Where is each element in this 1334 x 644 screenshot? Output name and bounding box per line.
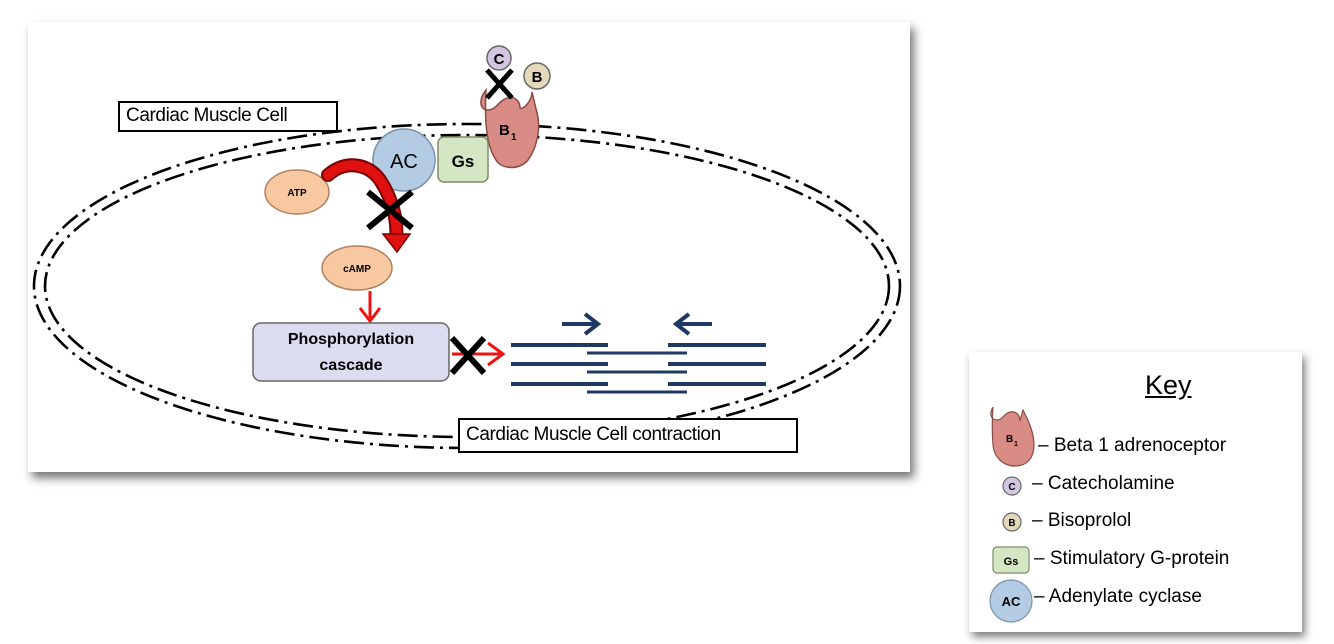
- key-label-g-protein: – Stimulatory G-protein: [1034, 548, 1230, 569]
- catecholamine-icon: C: [486, 45, 512, 71]
- beta1-receptor-icon: B 1: [480, 87, 540, 169]
- key-catecholamine-icon: C: [1002, 476, 1022, 496]
- g-protein-icon: Gs: [437, 136, 489, 183]
- block-x-phospho-icon: [449, 335, 487, 376]
- key-label-catecholamine: – Catecholamine: [1032, 473, 1175, 494]
- block-x-receptor-icon: [485, 68, 514, 100]
- atp-label: ATP: [287, 188, 307, 199]
- atp-to-camp-arrow: [321, 158, 412, 254]
- catecholamine-letter: C: [494, 51, 505, 68]
- key-g-protein-icon: Gs: [992, 546, 1030, 574]
- key-label-adenylate-cyclase: – Adenylate cyclase: [1034, 586, 1202, 607]
- gs-label: Gs: [452, 152, 475, 171]
- ac-label: AC: [390, 151, 418, 173]
- key-gs-symbol: Gs: [1004, 556, 1019, 568]
- camp-to-phospho-arrow: [358, 291, 382, 324]
- key-catecholamine-symbol: C: [1008, 482, 1015, 493]
- key-receptor-icon: B 1: [990, 406, 1035, 467]
- contraction-label: Cardiac Muscle Cell contraction: [458, 418, 798, 453]
- contraction-arrow-right-icon: [562, 312, 602, 336]
- key-label-bisoprolol: – Bisoprolol: [1032, 510, 1132, 531]
- camp-icon: cAMP: [321, 245, 393, 291]
- bisoprolol-letter: B: [532, 69, 543, 86]
- sarcomere-filaments: [511, 343, 766, 394]
- camp-label: cAMP: [343, 264, 371, 275]
- adenylate-cyclase-icon: AC: [372, 128, 436, 192]
- phosphorylation-cascade-box: Phosphorylation cascade: [252, 322, 450, 382]
- key-receptor-symbol-sub: 1: [1014, 441, 1018, 448]
- key-bisoprolol-symbol: B: [1008, 518, 1015, 529]
- key-label-receptor: – Beta 1 adrenoceptor: [1038, 435, 1227, 456]
- key-receptor-symbol: B: [1006, 434, 1013, 445]
- phospho-line2: cascade: [319, 357, 382, 374]
- block-x-ac-icon: [366, 189, 414, 231]
- phospho-line1: Phosphorylation: [288, 331, 414, 348]
- atp-icon: ATP: [264, 169, 330, 215]
- diagram-panel: [28, 22, 910, 472]
- key-ac-symbol: AC: [1002, 594, 1021, 609]
- contraction-arrow-left-icon: [672, 312, 712, 336]
- cell-label: Cardiac Muscle Cell: [118, 101, 338, 132]
- receptor-label: B: [499, 122, 510, 139]
- phospho-to-filament-arrow: [452, 341, 506, 367]
- receptor-subscript: 1: [511, 132, 517, 143]
- key-title: Key: [1145, 370, 1192, 400]
- key-adenylate-cyclase-icon: AC: [989, 579, 1033, 623]
- bisoprolol-icon: B: [523, 62, 551, 90]
- key-bisoprolol-icon: B: [1002, 512, 1022, 532]
